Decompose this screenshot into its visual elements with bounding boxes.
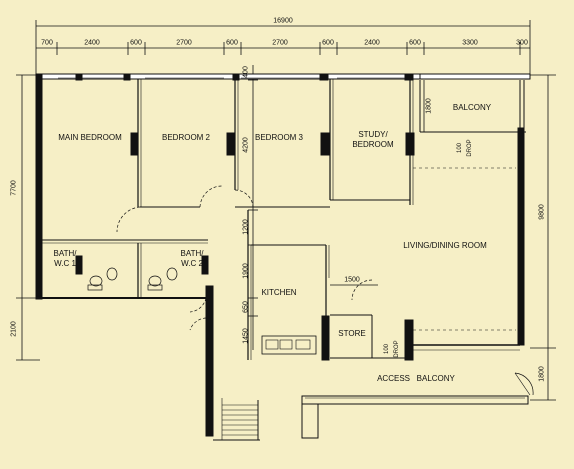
room-living-dining: LIVING/DINING ROOM: [403, 241, 487, 250]
fixtures: [87, 267, 178, 291]
room-bedroom-2: BEDROOM 2: [161, 133, 211, 142]
dim-inner-6: 1450: [242, 328, 250, 344]
room-kitchen: KITCHEN: [261, 288, 297, 297]
dim-left-2: 2100: [10, 321, 18, 337]
dim-left-1: 7700: [10, 180, 18, 196]
room-bath-wc-2: BATH/ W.C 2: [180, 249, 204, 268]
dim-inner-5: 650: [242, 301, 250, 313]
dim-right-2: 1800: [538, 366, 546, 382]
dim-store: 1500: [344, 276, 360, 284]
dim-top-8: 2400: [364, 39, 380, 47]
dim-inner-2: 4200: [242, 137, 250, 153]
dim-top-4: 2700: [176, 39, 192, 47]
dim-top-3: 600: [130, 39, 142, 47]
dim-top-11: 300: [516, 39, 528, 47]
dim-top-10: 3300: [462, 39, 478, 47]
room-study-bedroom: STUDY/ BEDROOM: [352, 130, 394, 149]
dim-right-1: 9800: [538, 204, 546, 220]
dim-top-7: 600: [322, 39, 334, 47]
room-balcony: BALCONY: [452, 103, 492, 112]
dim-top-5: 600: [226, 39, 238, 47]
dim-inner-1: 400: [242, 66, 250, 78]
room-main-bedroom: MAIN BEDROOM: [58, 133, 122, 142]
dimension-lines: [16, 20, 556, 401]
room-store: STORE: [338, 329, 366, 338]
dim-top-2: 2400: [84, 39, 100, 47]
dim-top-1: 700: [41, 39, 53, 47]
walls: [35, 73, 534, 441]
drop-annotation-upper: 100 DROP: [457, 139, 473, 157]
drop-annotation-lower: 100 DROP: [384, 340, 400, 358]
dim-top-6: 2700: [272, 39, 288, 47]
room-access-balcony: ACCESS BALCONY: [377, 374, 455, 383]
room-bath-wc-1: BATH/ W.C 1: [53, 249, 77, 268]
dim-inner-4: 1900: [242, 263, 250, 279]
door-swings: [116, 185, 373, 331]
room-bedroom-3: BEDROOM 3: [254, 133, 304, 142]
overall-dimension: 16900: [273, 17, 293, 25]
dim-top-9: 600: [409, 39, 421, 47]
dim-inner-3: 1200: [242, 219, 250, 235]
dashed-lines: [413, 167, 516, 331]
dim-balcony: 1800: [425, 98, 433, 114]
